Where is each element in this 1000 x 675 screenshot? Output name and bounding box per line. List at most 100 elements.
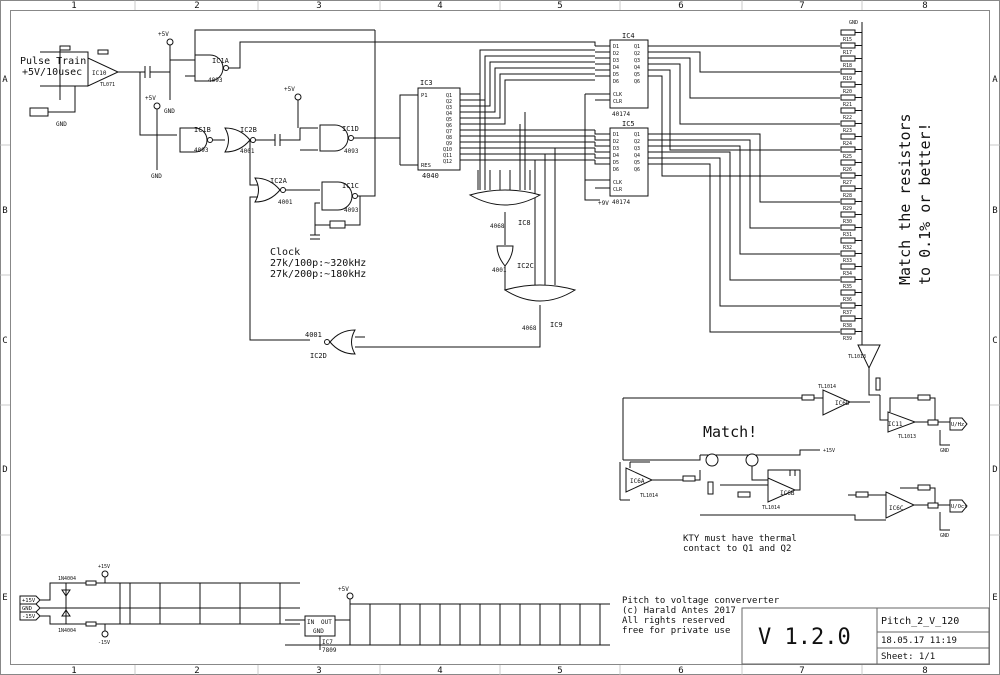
col-label-7: 7 — [799, 1, 804, 11]
ladder-resistor-label: R31 — [843, 232, 852, 238]
col-label-1-bottom: 1 — [71, 666, 76, 675]
ic10-label: IC10 — [92, 70, 107, 77]
gnd-label-input: GND — [56, 121, 67, 128]
gnd-label-ladder: GND — [849, 20, 858, 26]
plus9v-label-ic5: +9V — [598, 200, 609, 207]
transistor-q1 — [705, 453, 719, 467]
ladder-resistors: R15R17R18R19R20R21R22R23R24R25R26R27R28R… — [840, 29, 862, 342]
ic5-label: IC5 — [622, 120, 635, 128]
ic4-q6: Q6 — [634, 79, 640, 85]
plus5v-reg-label: +5V — [338, 586, 349, 593]
ladder-resistor-label: R33 — [843, 258, 852, 264]
regulator-7809: IN OUT GND IC7 7809 +5V — [285, 586, 610, 654]
opamp-ic10 — [87, 57, 120, 87]
ladder-resistor-label: R39 — [843, 336, 852, 342]
clock-label: Clock — [270, 247, 300, 258]
row-label-a: A — [2, 75, 8, 85]
ic3-q2: Q2 — [446, 99, 452, 105]
gate-ic2c: 4001 IC2C — [492, 245, 534, 291]
ic4-part: 40174 — [612, 111, 630, 118]
title-desc-2: (c) Harald Antes 2017 — [622, 606, 736, 616]
ic5-part: 40174 — [612, 199, 630, 206]
ic8-part: 4068 — [490, 223, 505, 230]
ladder-resistor — [840, 237, 856, 244]
ic5-pin-clr: CLR — [613, 187, 623, 193]
ic6a-label: IC6A — [630, 478, 645, 485]
kty-note-1: KTY must have thermal — [683, 534, 797, 544]
ic1a-part: 4093 — [208, 77, 223, 84]
ic6b-label: IC6B — [780, 490, 795, 497]
ic2d-part: 4001 — [305, 331, 322, 339]
ladder-resistor — [840, 315, 856, 322]
ic11b-label: IC11 — [888, 421, 903, 428]
kty-note-2: contact to Q1 and Q2 — [683, 544, 791, 554]
ic8-label: IC8 — [518, 219, 531, 227]
ic5-q1: Q1 — [634, 132, 640, 138]
ic3-q9: Q9 — [446, 141, 452, 147]
col-label-6: 6 — [678, 1, 683, 11]
gnd-label-a: GND — [164, 108, 175, 115]
ladder-resistor — [840, 42, 856, 49]
ic4-q4: Q4 — [634, 65, 640, 71]
ladder-resistor-label: R28 — [843, 193, 852, 199]
ladder-resistor-label: R21 — [843, 102, 852, 108]
match-resistors-note-2: to 0.1% or better! — [916, 122, 934, 285]
ic2a-part: 4001 — [278, 199, 293, 206]
ic4-pin-d4: D4 — [613, 65, 619, 71]
ic4-q2: Q2 — [634, 51, 640, 57]
ic3-part: 4040 — [422, 172, 439, 180]
col-label-3: 3 — [316, 1, 321, 11]
ic2c-label: IC2C — [517, 262, 534, 270]
minus15v-rail-label: -15V — [98, 640, 110, 646]
ic3-q7: Q7 — [446, 129, 452, 135]
ic3-q11: Q11 — [443, 153, 452, 159]
latch-to-ladder-wires — [648, 45, 840, 333]
col-label-8: 8 — [922, 1, 927, 11]
ic1b-label: IC1B — [194, 126, 211, 134]
clock-note: Clock 27k/100p:~320kHz 27k/200p:~180kHz — [270, 247, 366, 280]
ic10-type: TL071 — [100, 82, 115, 88]
row-label-d: D — [2, 465, 7, 475]
ic5-pin-d6: D6 — [613, 167, 619, 173]
ic5-pin-d1: D1 — [613, 132, 619, 138]
ic3-q8: Q8 — [446, 135, 452, 141]
opamp-ic6a — [625, 467, 654, 493]
gate-ic1a: IC1A 4093 — [185, 29, 596, 84]
ladder-resistor-label: R27 — [843, 180, 852, 186]
resistor-r47 — [97, 49, 109, 55]
col-label-3-bottom: 3 — [316, 666, 321, 675]
ladder-resistor — [840, 185, 856, 192]
ladder-resistor-label: R32 — [843, 245, 852, 251]
pulse-train-label: Pulse Train — [20, 56, 86, 67]
ic4-q1: Q1 — [634, 44, 640, 50]
ic6d-type: TL1014 — [818, 384, 836, 390]
power-supply: +15V GND -15V 1N4004 1N4004 +15V -15V — [19, 564, 300, 646]
plus15v-rail-label: +15V — [98, 564, 110, 570]
ladder-resistor — [840, 55, 856, 62]
ladder-resistor — [840, 198, 856, 205]
ic3-q12: Q12 — [443, 159, 452, 165]
ladder-resistor — [840, 263, 856, 270]
ladder-resistor-label: R19 — [843, 76, 852, 82]
gate-ic1b: +5V GND IC1B 4093 — [139, 72, 213, 180]
ic5-pin-clk: CLK — [613, 180, 622, 186]
power-in-gnd — [19, 603, 41, 613]
ladder-resistor — [840, 172, 856, 179]
ic4-pin-d3: D3 — [613, 58, 619, 64]
ic1d-label: IC1D — [342, 125, 359, 133]
gate-ic8: 4068 IC8 — [468, 189, 542, 245]
col-label-5-bottom: 5 — [557, 666, 562, 675]
ic6c-label: IC6C — [889, 505, 904, 512]
ic3-counter: IC3 4040 P1 RES Q1 Q2 Q3 Q4 Q5 Q6 Q7 Q8 … — [399, 79, 461, 180]
d2-label: 1N4004 — [58, 628, 76, 634]
ic5-q3: Q3 — [634, 146, 640, 152]
row-label-c: C — [2, 336, 7, 346]
gate-ic2d: 4001 IC2D — [305, 320, 541, 360]
ic3-q6: Q6 — [446, 123, 452, 129]
ladder-resistor — [840, 120, 856, 127]
ic6a-type: TL1014 — [640, 493, 658, 499]
clock-200p-label: 27k/200p:~180kHz — [270, 269, 366, 280]
ic3-pin-p1: P1 — [421, 93, 428, 99]
gate-ic9: 4068 IC9 — [503, 284, 577, 332]
ic2a-label: IC2A — [270, 177, 288, 185]
